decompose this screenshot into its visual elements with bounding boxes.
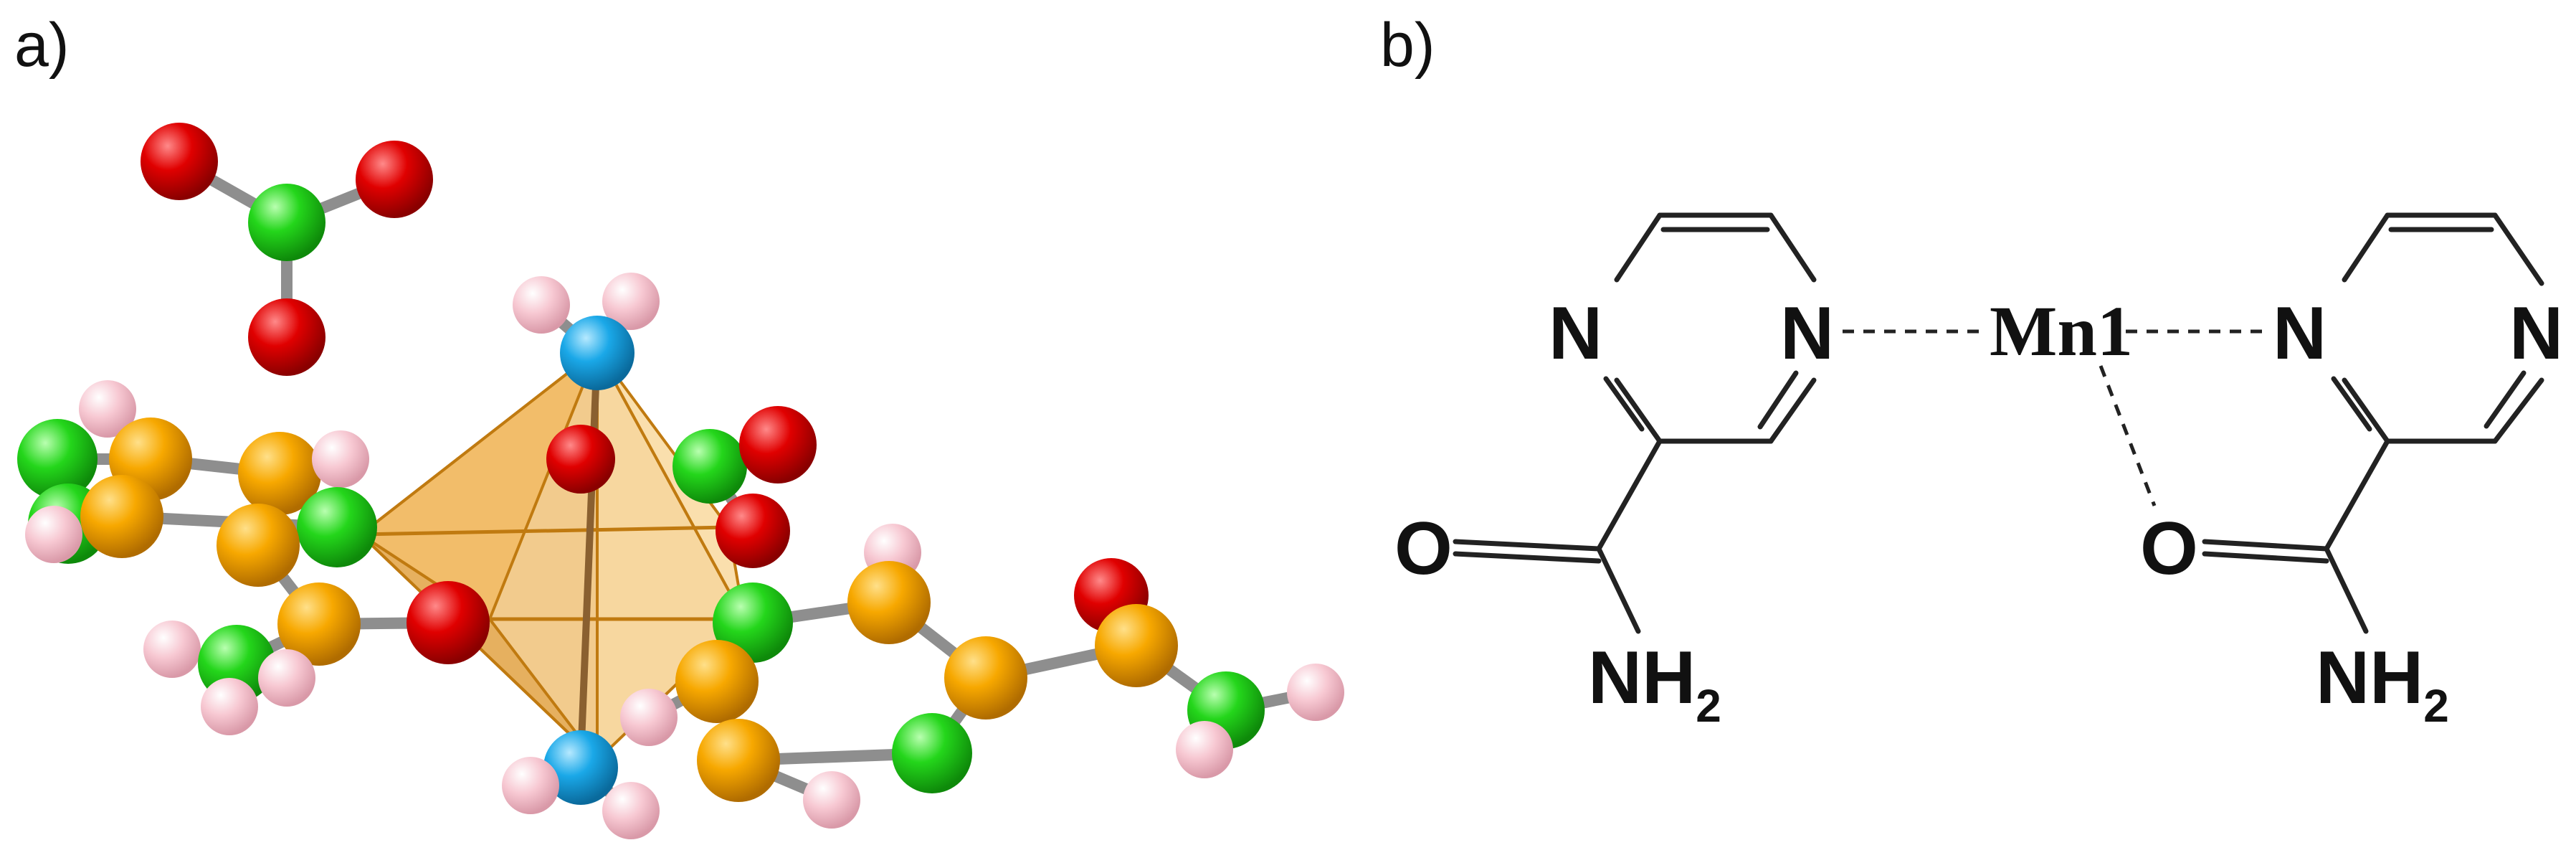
left-amide-nh: NH (1588, 636, 1696, 720)
left-pyrazine-ring (1603, 212, 1817, 444)
right-carbonyl-o: O (2140, 507, 2198, 590)
metal-center-label: Mn1 (1990, 291, 2133, 371)
right-amide-nh: NH (2316, 636, 2423, 720)
carbon-atom (277, 582, 361, 666)
right-amide-group (2202, 438, 2390, 634)
nitrogen-atom (297, 487, 377, 567)
coordination-octahedron (358, 345, 746, 764)
nitrogen-atom (248, 184, 325, 261)
carbon-atom (944, 636, 1027, 720)
nitrogen-atom (17, 419, 98, 499)
right-amide-subscript: 2 (2423, 680, 2449, 732)
hydrogen-atom (513, 276, 570, 334)
chemical-scheme: N N O NH2 Mn1 N N (1394, 212, 2563, 732)
carbon-atom (675, 640, 759, 723)
carbon-atom (217, 504, 300, 587)
carbon-atom (847, 561, 931, 644)
ball-and-stick-model (17, 123, 1344, 839)
carbon-atom (80, 475, 163, 558)
right-pyrazine-ring (2331, 212, 2544, 444)
oxygen-atom (716, 494, 790, 568)
left-amide-nh2: NH2 (1588, 636, 1721, 732)
oxygen-atom (141, 123, 218, 200)
hydrogen-atom (803, 771, 860, 829)
right-ring-n-left: N (2273, 292, 2327, 375)
left-amide-subscript: 2 (1696, 680, 1721, 732)
carbon-atom (238, 432, 321, 515)
hydrogen-atom (201, 678, 258, 735)
right-ring-n-right: N (2509, 292, 2563, 375)
left-ring-n-right: N (1780, 292, 1834, 375)
panel-label-b: b) (1380, 11, 1435, 80)
hydrogen-atom (79, 380, 136, 438)
right-amide-nh2: NH2 (2316, 636, 2449, 732)
left-amide-group (1453, 438, 1663, 634)
oxygen-atom (739, 406, 817, 483)
nitrogen-atom (672, 429, 747, 504)
hydrogen-atom (602, 273, 660, 330)
oxygen-atom (248, 298, 325, 376)
hydrogen-atom (1176, 721, 1233, 778)
atoms (17, 123, 1344, 839)
left-carbonyl-o: O (1394, 507, 1453, 590)
carbon-atom (697, 719, 780, 802)
oxygen-atom (407, 581, 490, 664)
hydrogen-atom (25, 506, 82, 563)
hydrogen-atom (502, 757, 559, 814)
oxygen-atom (356, 141, 433, 218)
oxygen-atom (546, 425, 615, 494)
coordinated-nitrogen-atom (543, 730, 618, 805)
hydrogen-atom (1287, 664, 1344, 721)
hydrogen-atom (143, 621, 201, 678)
dashed-bond-mn-o (2099, 365, 2157, 506)
panel-label-a: a) (14, 11, 69, 80)
carbon-atom (1095, 604, 1178, 687)
nitrogen-atom (713, 582, 793, 663)
hydrogen-atom (312, 430, 369, 488)
hydrogen-atom (602, 782, 660, 839)
hydrogen-atom (620, 689, 678, 746)
left-ring-n-left: N (1549, 292, 1602, 375)
coordinated-nitrogen-atom (560, 316, 635, 390)
hydrogen-atom (258, 649, 315, 707)
nitrogen-atom (892, 713, 972, 793)
